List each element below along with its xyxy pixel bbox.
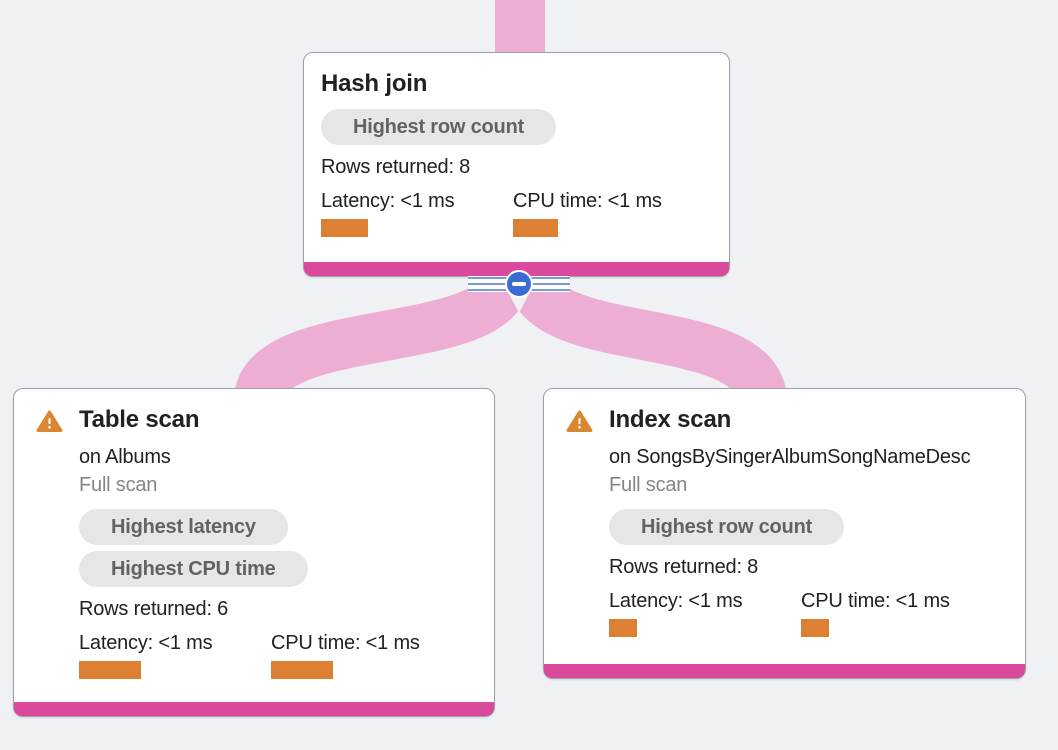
node-accent-bar — [14, 702, 494, 716]
plan-node-table-scan[interactable]: Table scan on Albums Full scan Highest l… — [13, 388, 495, 717]
cpu-time-metric: CPU time: <1 ms — [271, 629, 463, 679]
warning-icon — [566, 410, 593, 432]
rows-returned-text: Rows returned: 6 — [79, 598, 229, 620]
latency-label: Latency: <1 ms — [321, 190, 455, 212]
node-title: Index scan — [609, 406, 732, 433]
rows-returned-text: Rows returned: 8 — [609, 556, 759, 578]
node-target-text: on SongsBySingerAlbumSongNameDesc — [609, 446, 971, 468]
metrics-row: Latency: <1 ms CPU time: <1 ms — [79, 629, 477, 679]
plan-node-hash-join[interactable]: Hash join Highest row count Rows returne… — [303, 52, 730, 277]
cpu-time-bar — [801, 619, 829, 637]
latency-bar — [321, 219, 368, 237]
highest-row-count-badge: Highest row count — [321, 109, 557, 145]
metrics-row: Latency: <1 ms CPU time: <1 ms — [321, 187, 712, 237]
cpu-time-label: CPU time: <1 ms — [801, 590, 950, 612]
plan-node-index-scan[interactable]: Index scan on SongsBySingerAlbumSongName… — [543, 388, 1026, 679]
latency-label: Latency: <1 ms — [609, 590, 743, 612]
collapse-minus-icon — [512, 282, 526, 286]
node-target-text: on Albums — [79, 446, 171, 468]
cpu-time-bar — [271, 661, 333, 679]
latency-metric: Latency: <1 ms — [79, 629, 271, 679]
warning-icon — [36, 410, 63, 432]
node-accent-bar — [304, 262, 729, 276]
latency-metric: Latency: <1 ms — [321, 187, 513, 237]
latency-bar — [609, 619, 637, 637]
metrics-row: Latency: <1 ms CPU time: <1 ms — [609, 587, 1008, 637]
highest-row-count-badge: Highest row count — [609, 509, 845, 545]
rows-returned-text: Rows returned: 8 — [321, 156, 471, 178]
edge-to-index-scan — [507, 271, 787, 404]
cpu-time-metric: CPU time: <1 ms — [801, 587, 993, 637]
highest-latency-badge: Highest latency — [79, 509, 288, 545]
node-accent-bar — [544, 664, 1025, 678]
cpu-time-label: CPU time: <1 ms — [513, 190, 662, 212]
edge-to-table-scan — [234, 271, 531, 404]
collapse-button[interactable] — [505, 270, 533, 298]
latency-metric: Latency: <1 ms — [609, 587, 801, 637]
node-title: Hash join — [321, 70, 428, 97]
scan-type-text: Full scan — [609, 474, 688, 496]
latency-label: Latency: <1 ms — [79, 632, 213, 654]
cpu-time-label: CPU time: <1 ms — [271, 632, 420, 654]
cpu-time-bar — [513, 219, 558, 237]
cpu-time-metric: CPU time: <1 ms — [513, 187, 705, 237]
node-title: Table scan — [79, 406, 200, 433]
latency-bar — [79, 661, 141, 679]
edge-parent-trunk — [495, 0, 545, 58]
highest-cpu-time-badge: Highest CPU time — [79, 551, 308, 587]
scan-type-text: Full scan — [79, 474, 158, 496]
